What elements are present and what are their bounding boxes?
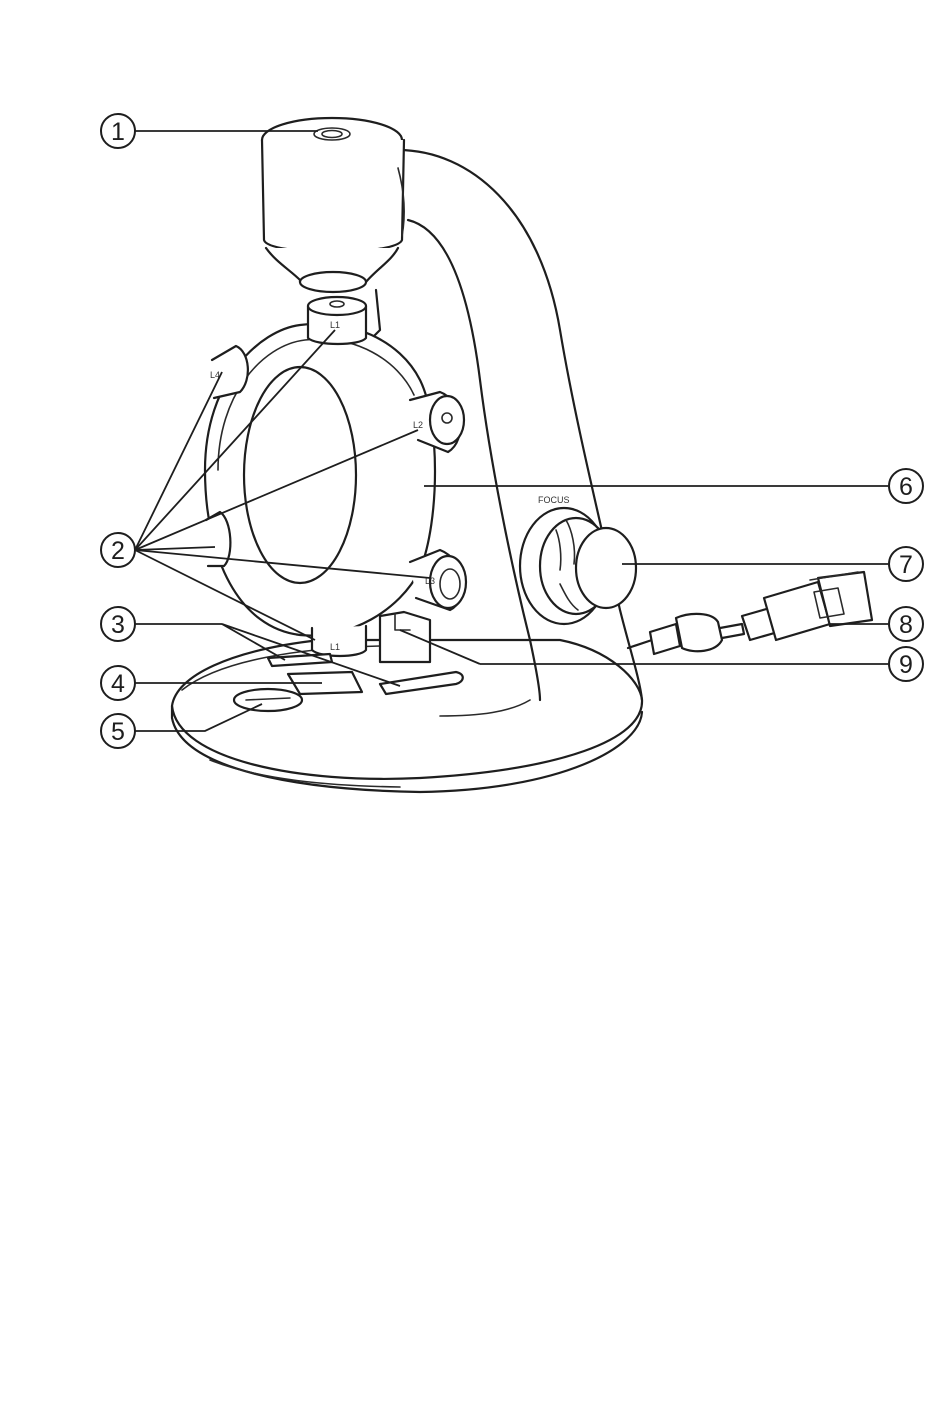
callout-5: 5: [101, 714, 135, 748]
callout-9-label: 9: [899, 651, 913, 679]
callout-9: 9: [889, 647, 923, 681]
callout-1-label: 1: [111, 118, 125, 146]
callout-2-label: 2: [111, 537, 125, 565]
lens-label-right-upper: L2: [413, 420, 423, 430]
callout-7: 7: [889, 547, 923, 581]
lens-turret: L1 L2 L3 L4 L1: [205, 297, 466, 662]
callout-4-label: 4: [111, 670, 125, 698]
callout-7-label: 7: [899, 551, 913, 579]
callout-5-label: 5: [111, 718, 125, 746]
lens-label-top: L1: [330, 320, 340, 330]
focus-knob: FOCUS: [520, 495, 636, 624]
callout-1: 1: [101, 114, 135, 148]
callout-4: 4: [101, 666, 135, 700]
base-switch: [234, 689, 302, 711]
usb-cable: [628, 572, 872, 654]
callout-3: 3: [101, 607, 135, 641]
callout-8-label: 8: [899, 611, 913, 639]
callout-6: 6: [889, 469, 923, 503]
lens-label-bottom: L1: [330, 642, 340, 652]
callout-6-label: 6: [899, 473, 913, 501]
callout-8: 8: [889, 607, 923, 641]
focus-label: FOCUS: [538, 495, 570, 505]
callout-2: 2: [101, 533, 135, 567]
callout-3-label: 3: [111, 611, 125, 639]
